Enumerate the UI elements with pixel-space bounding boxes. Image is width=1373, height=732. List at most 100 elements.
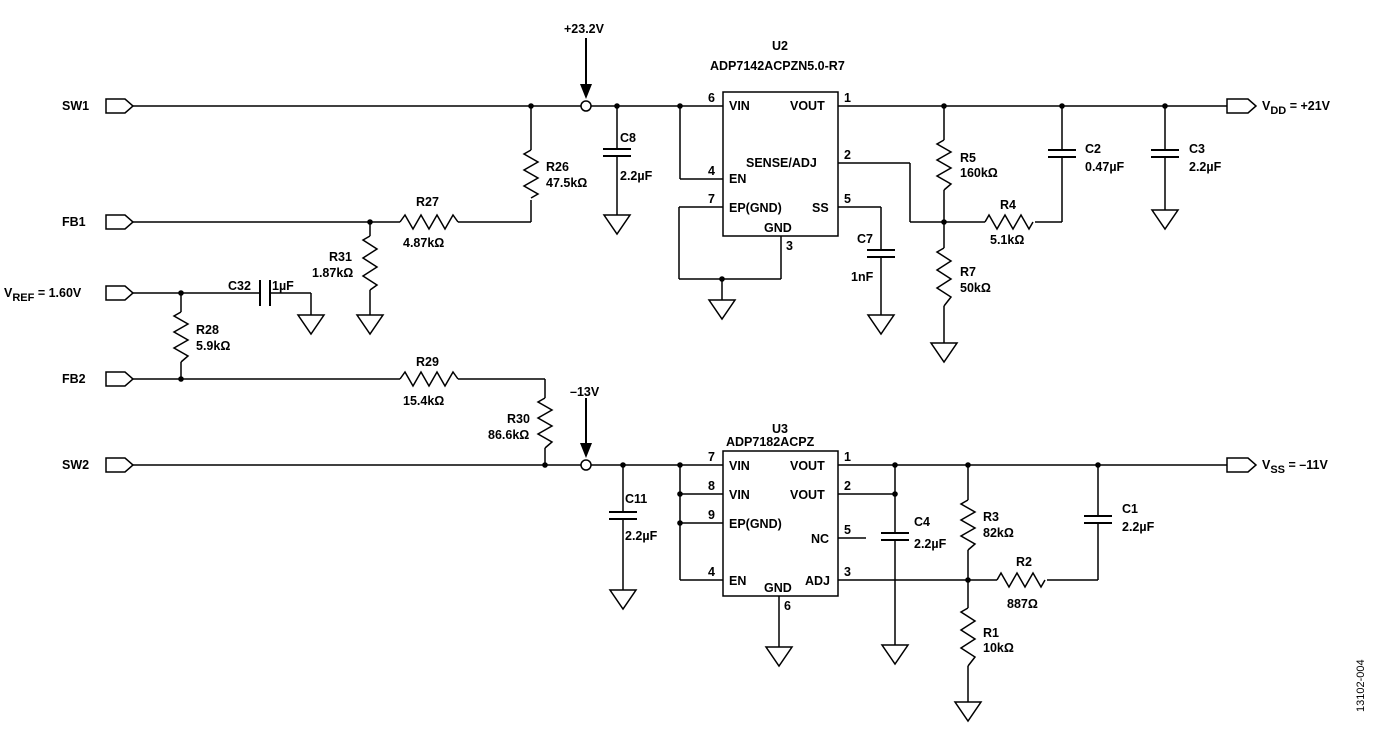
c32-val: 1µF <box>272 279 294 293</box>
u2-pinnum: 1 <box>844 91 851 105</box>
c1-ref: C1 <box>1122 502 1138 516</box>
c3-ref: C3 <box>1189 142 1205 156</box>
u3-pinnum: 3 <box>844 565 851 579</box>
port-sw1-label: SW1 <box>62 99 89 113</box>
capacitor-c1 <box>1084 515 1112 524</box>
c2-val: 0.47µF <box>1085 160 1125 174</box>
resistor-r28 <box>172 311 190 363</box>
ic-u2-part: ADP7142ACPZN5.0-R7 <box>710 59 845 73</box>
c7-ref: C7 <box>857 232 873 246</box>
c1-val: 2.2µF <box>1122 520 1155 534</box>
u3-pinnum: 4 <box>708 565 715 579</box>
r4-ref: R4 <box>1000 198 1016 212</box>
port-fb1-label: FB1 <box>62 215 86 229</box>
r27-ref: R27 <box>416 195 439 209</box>
u3-pin-ep: EP(GND) <box>729 517 782 531</box>
r2-ref: R2 <box>1016 555 1032 569</box>
resistor-r3 <box>959 499 977 551</box>
ic-u3-part: ADP7182ACPZ <box>726 435 815 449</box>
port-fb2-label: FB2 <box>62 372 86 386</box>
wires-mid <box>133 292 546 465</box>
u2-pinnum: 7 <box>708 192 715 206</box>
voltage-neg-label: –13V <box>570 385 600 399</box>
u3-pin-adj: ADJ <box>805 574 830 588</box>
c11-ref: C11 <box>625 492 647 506</box>
c8-ref: C8 <box>620 131 636 145</box>
port-sw2: SW2 <box>62 457 135 473</box>
ground-symbol <box>866 314 896 336</box>
c7-val: 1nF <box>851 270 874 284</box>
c8-val: 2.2µF <box>620 169 653 183</box>
u2-pin-vout: VOUT <box>790 99 825 113</box>
port-sw1: SW1 <box>62 98 135 114</box>
u3-pin-en: EN <box>729 574 746 588</box>
port-vdd: VDD = +21V <box>1226 98 1331 117</box>
ground-symbol <box>880 644 910 666</box>
resistor-r1 <box>959 607 977 667</box>
c4-val: 2.2µF <box>914 537 947 551</box>
resistor-r30 <box>536 397 554 449</box>
c11-val: 2.2µF <box>625 529 658 543</box>
r2-val: 887Ω <box>1007 597 1038 611</box>
r31-val: 1.87kΩ <box>312 266 353 280</box>
port-vss-label: VSS = –11V <box>1262 458 1328 476</box>
r5-val: 160kΩ <box>960 166 998 180</box>
capacitor-c11 <box>609 511 637 520</box>
u2-pin-vin: VIN <box>729 99 750 113</box>
resistor-r29 <box>399 370 459 388</box>
wires-top <box>133 38 782 315</box>
ground-symbol <box>929 342 959 364</box>
ground-symbol <box>355 314 385 336</box>
resistor-r4 <box>984 213 1034 231</box>
wires-bottom <box>133 398 780 647</box>
ic-u3-ref: U3 <box>772 422 788 436</box>
u3-pinnum: 2 <box>844 479 851 493</box>
u3-pinnum: 8 <box>708 479 715 493</box>
port-vref-label: VREF = 1.60V <box>4 286 82 304</box>
port-fb1: FB1 <box>62 214 135 230</box>
ic-u2-ref: U2 <box>772 39 788 53</box>
u2-pinnum: 2 <box>844 148 851 162</box>
r4-val: 5.1kΩ <box>990 233 1024 247</box>
ground-symbol <box>296 314 326 336</box>
u3-pin-vin1: VIN <box>729 459 750 473</box>
u2-pin-ss: SS <box>812 201 829 215</box>
ground-symbol <box>707 299 737 321</box>
u2-pinnum: 5 <box>844 192 851 206</box>
u3-pin-vout2: VOUT <box>790 488 825 502</box>
wires-u3-out <box>838 464 1227 702</box>
r5-ref: R5 <box>960 151 976 165</box>
ground-symbol <box>1150 209 1180 231</box>
r30-val: 86.6kΩ <box>488 428 529 442</box>
c2-ref: C2 <box>1085 142 1101 156</box>
capacitor-c4 <box>881 532 909 541</box>
u3-pinnum: 9 <box>708 508 715 522</box>
r1-ref: R1 <box>983 626 999 640</box>
u3-pinnum: 5 <box>844 523 851 537</box>
u3-pin-vout1: VOUT <box>790 459 825 473</box>
u3-pinnum: 1 <box>844 450 851 464</box>
c32-ref: C32 <box>228 279 251 293</box>
port-vdd-label: VDD = +21V <box>1262 99 1331 117</box>
u2-pin-en: EN <box>729 172 746 186</box>
r28-ref: R28 <box>196 323 219 337</box>
capacitor-c8 <box>603 148 631 157</box>
r3-ref: R3 <box>983 510 999 524</box>
r29-val: 15.4kΩ <box>403 394 444 408</box>
figure-id: 13102-004 <box>1355 659 1367 712</box>
c3-val: 2.2µF <box>1189 160 1222 174</box>
u2-pin-sense: SENSE/ADJ <box>746 156 817 170</box>
u3-pin-gnd: GND <box>764 581 792 595</box>
resistor-r27 <box>399 213 459 231</box>
capacitor-c32 <box>259 280 271 306</box>
r31-ref: R31 <box>329 250 352 264</box>
u2-pin-ep: EP(GND) <box>729 201 782 215</box>
port-fb2: FB2 <box>62 371 135 387</box>
r26-ref: R26 <box>546 160 569 174</box>
ground-symbol <box>608 589 638 611</box>
u2-pin-gnd: GND <box>764 221 792 235</box>
r26-val: 47.5kΩ <box>546 176 587 190</box>
r3-val: 82kΩ <box>983 526 1014 540</box>
junctions <box>178 103 1168 583</box>
